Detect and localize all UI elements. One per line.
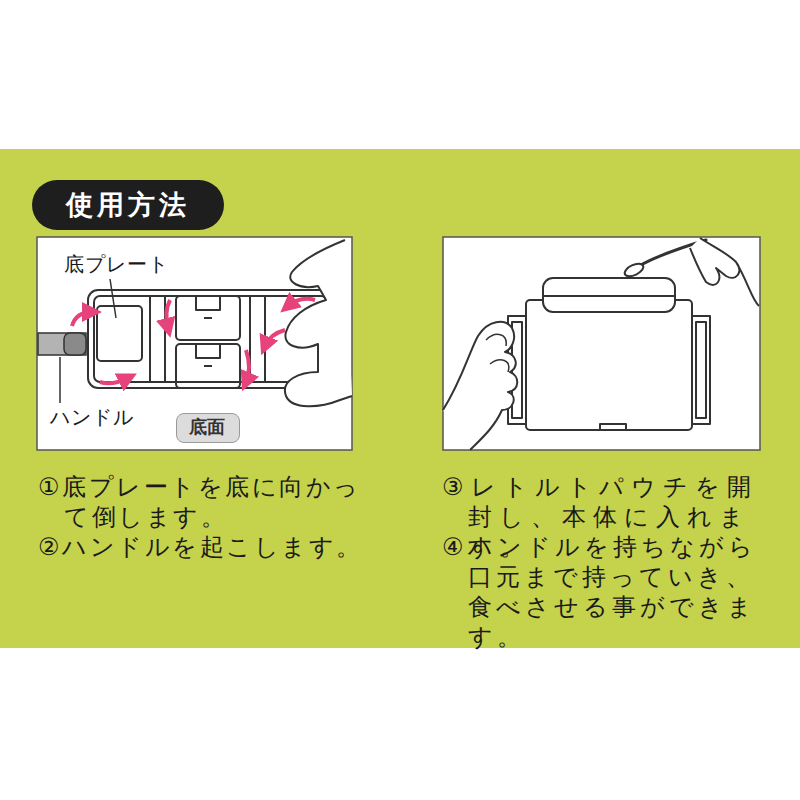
part-label: ハンドル <box>48 405 136 429</box>
step-text: ④ハンドルを持ちながら口元まで持っていき、食べさせる事ができます。 <box>442 532 760 652</box>
node-text: 底面 <box>189 415 227 439</box>
leader-line <box>59 357 61 403</box>
hand <box>443 322 517 450</box>
step-text: ②ハンドルを起こします。 <box>38 532 368 562</box>
title-pill: 使用方法 <box>32 180 224 230</box>
handle-end <box>64 333 86 355</box>
step-text: ①底プレートを底に向かって倒します。 <box>38 472 368 532</box>
leader-line <box>110 279 116 318</box>
rotation-arrow <box>72 299 315 383</box>
right-panel <box>443 237 760 450</box>
hand <box>285 240 352 406</box>
face-label-pill: 底面 <box>176 413 240 443</box>
cup-holder <box>508 278 710 430</box>
finger-lines <box>486 334 509 372</box>
spoon-bowl <box>623 261 645 279</box>
hand <box>690 238 759 306</box>
handle <box>38 333 86 355</box>
part-label: 底プレート <box>62 252 171 276</box>
left-panel <box>37 237 352 450</box>
